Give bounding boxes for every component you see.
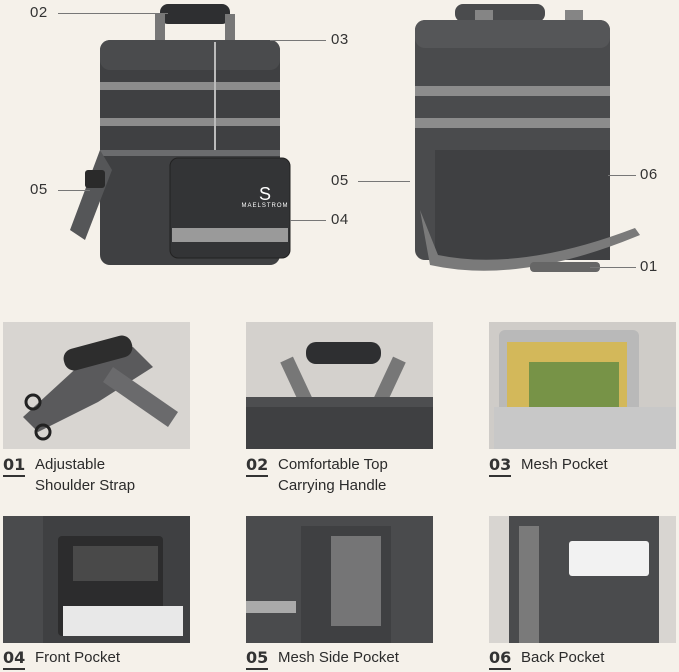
feature-label: Back Pocket	[521, 649, 605, 666]
callout-01-line	[590, 267, 636, 268]
callout-05-right-line	[358, 181, 410, 182]
feature-number: 05	[246, 649, 269, 670]
feature-number: 04	[3, 649, 26, 670]
main-bag-front-view: S MAELSTROM	[60, 0, 300, 290]
strap-image	[23, 335, 178, 441]
bag-front-illustration	[70, 4, 291, 265]
feature-number: 02	[246, 456, 269, 477]
handle-image	[246, 342, 433, 449]
main-bag-back-view	[400, 0, 650, 290]
callout-06: 06	[640, 166, 658, 183]
callout-04: 04	[331, 211, 349, 228]
callout-05-left-line	[58, 190, 90, 191]
mesh-side-pocket-image	[246, 526, 391, 643]
bag-back-illustration	[415, 4, 640, 272]
callout-02: 02	[30, 4, 48, 21]
feature-number: 06	[489, 649, 512, 670]
feature-number: 03	[489, 456, 512, 477]
callout-05-right: 05	[331, 172, 349, 189]
mesh-pocket-image	[494, 330, 676, 449]
feature-photo-mesh-side-pocket	[246, 516, 433, 643]
callout-05-left: 05	[30, 181, 48, 198]
callout-04-line	[290, 220, 326, 221]
callout-03: 03	[331, 31, 349, 48]
swirl-logo-icon: S	[258, 184, 271, 204]
callout-01: 01	[640, 258, 658, 275]
feature-label: Comfortable Top Carrying Handle	[278, 456, 388, 494]
callout-06-line	[608, 175, 636, 176]
feature-label: Mesh Pocket	[521, 456, 608, 473]
back-pocket-image	[509, 516, 659, 643]
callout-03-line	[270, 40, 326, 41]
feature-label: Mesh Side Pocket	[278, 649, 399, 666]
feature-photo-back-pocket	[489, 516, 676, 643]
feature-photo-mesh-pocket	[489, 322, 676, 449]
feature-number: 01	[3, 456, 26, 477]
front-pocket-image	[3, 516, 183, 643]
feature-label: Front Pocket	[35, 649, 121, 666]
callout-02-line	[58, 13, 168, 14]
feature-photo-front-pocket	[3, 516, 190, 643]
feature-photo-top-handle	[246, 322, 433, 449]
feature-photo-shoulder-strap	[3, 322, 190, 449]
feature-label: Adjustable Shoulder Strap	[35, 456, 136, 494]
brand-logo: S MAELSTROM	[235, 185, 295, 209]
